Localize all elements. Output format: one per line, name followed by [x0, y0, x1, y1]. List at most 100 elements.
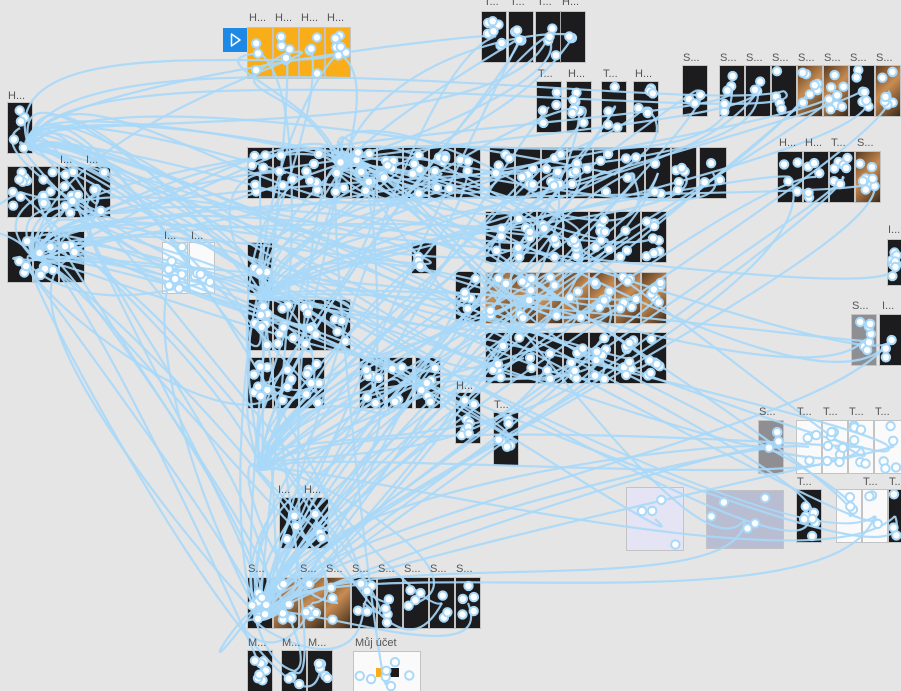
hotspot-marker[interactable] [462, 156, 474, 167]
hotspot-marker[interactable] [804, 455, 815, 466]
hotspot-marker[interactable] [670, 539, 681, 550]
hotspot-marker[interactable] [14, 256, 25, 267]
hotspot-marker[interactable] [829, 163, 840, 174]
hotspot-marker[interactable] [442, 607, 453, 618]
hotspot-marker[interactable] [281, 533, 293, 545]
hotspot-marker[interactable] [275, 150, 287, 161]
hotspot-marker[interactable] [849, 435, 860, 446]
hotspot-marker[interactable] [581, 163, 593, 174]
hotspot-marker[interactable] [886, 334, 897, 346]
hotspot-marker[interactable] [806, 530, 818, 542]
hotspot-marker[interactable] [845, 501, 856, 512]
hotspot-marker[interactable] [47, 264, 59, 276]
hotspot-marker[interactable] [459, 287, 470, 298]
hotspot-marker[interactable] [493, 160, 504, 171]
hotspot-marker[interactable] [311, 358, 322, 370]
hotspot-marker[interactable] [255, 361, 266, 372]
hotspot-marker[interactable] [15, 116, 27, 127]
hotspot-marker[interactable] [306, 43, 317, 54]
hotspot-marker[interactable] [647, 233, 659, 244]
hotspot-marker[interactable] [277, 180, 288, 191]
hotspot-marker[interactable] [277, 303, 288, 314]
hotspot-marker[interactable] [854, 158, 866, 169]
hotspot-marker[interactable] [825, 82, 837, 93]
hotspot-marker[interactable] [622, 276, 633, 287]
hotspot-marker[interactable] [552, 166, 563, 178]
hotspot-marker[interactable] [887, 270, 898, 282]
hotspot-marker[interactable] [705, 158, 717, 169]
hotspot-marker[interactable] [287, 174, 298, 185]
hotspot-marker[interactable] [599, 333, 610, 344]
hotspot-marker[interactable] [383, 594, 395, 605]
hotspot-marker[interactable] [332, 326, 343, 337]
hotspot-marker[interactable] [555, 149, 566, 160]
hotspot-marker[interactable] [283, 673, 294, 684]
hotspot-marker[interactable] [544, 348, 556, 359]
hotspot-marker[interactable] [20, 260, 32, 272]
hotspot-marker[interactable] [47, 167, 58, 178]
hotspot-marker[interactable] [612, 122, 623, 133]
hotspot-marker[interactable] [254, 266, 265, 277]
hotspot-marker[interactable] [615, 303, 626, 314]
hotspot-marker[interactable] [7, 186, 18, 198]
hotspot-marker[interactable] [459, 395, 470, 406]
hotspot-marker[interactable] [653, 297, 664, 308]
hotspot-marker[interactable] [72, 189, 84, 201]
hotspot-marker[interactable] [256, 321, 267, 333]
hotspot-marker[interactable] [246, 600, 258, 611]
hotspot-marker[interactable] [511, 25, 523, 36]
hotspot-marker[interactable] [59, 201, 71, 212]
hotspot-marker[interactable] [331, 167, 342, 179]
hotspot-marker[interactable] [880, 343, 891, 354]
hotspot-marker[interactable] [551, 99, 562, 111]
hotspot-marker[interactable] [262, 384, 273, 396]
hotspot-marker[interactable] [364, 148, 375, 160]
hotspot-marker[interactable] [526, 273, 537, 284]
hotspot-marker[interactable] [630, 294, 642, 305]
hotspot-marker[interactable] [825, 104, 836, 115]
hotspot-marker[interactable] [763, 442, 775, 453]
hotspot-marker[interactable] [34, 247, 45, 259]
hotspot-marker[interactable] [594, 301, 605, 313]
hotspot-marker[interactable] [437, 590, 448, 601]
hotspot-marker[interactable] [457, 593, 468, 605]
hotspot-marker[interactable] [527, 179, 538, 190]
hotspot-marker[interactable] [444, 183, 455, 194]
hotspot-marker[interactable] [672, 184, 684, 196]
hotspot-marker[interactable] [547, 23, 558, 34]
hotspot-marker[interactable] [38, 174, 49, 185]
hotspot-marker[interactable] [470, 273, 481, 284]
hotspot-marker[interactable] [278, 322, 289, 333]
hotspot-marker[interactable] [568, 234, 579, 246]
hotspot-marker[interactable] [312, 397, 323, 408]
hotspot-marker[interactable] [548, 180, 560, 191]
hotspot-marker[interactable] [195, 269, 206, 280]
hotspot-marker[interactable] [599, 295, 610, 306]
hotspot-marker[interactable] [630, 152, 642, 163]
hotspot-marker[interactable] [67, 195, 78, 207]
hotspot-marker[interactable] [69, 246, 80, 258]
hotspot-marker[interactable] [706, 511, 717, 522]
hotspot-marker[interactable] [252, 48, 264, 59]
hotspot-marker[interactable] [335, 41, 346, 53]
hotspot-marker[interactable] [14, 174, 25, 185]
hotspot-marker[interactable] [365, 673, 377, 685]
hotspot-marker[interactable] [381, 665, 392, 676]
hotspot-marker[interactable] [880, 463, 891, 474]
hotspot-marker[interactable] [864, 491, 875, 502]
hotspot-marker[interactable] [537, 105, 549, 116]
hotspot-marker[interactable] [413, 150, 424, 161]
hotspot-marker[interactable] [742, 523, 753, 534]
hotspot-marker[interactable] [282, 364, 293, 375]
hotspot-marker[interactable] [169, 273, 181, 285]
hotspot-marker[interactable] [8, 134, 20, 145]
hotspot-marker[interactable] [504, 153, 515, 164]
hotspot-marker[interactable] [21, 236, 33, 247]
hotspot-marker[interactable] [797, 97, 809, 108]
hotspot-marker[interactable] [8, 200, 19, 211]
hotspot-marker[interactable] [45, 241, 56, 253]
hotspot-marker[interactable] [542, 365, 553, 376]
hotspot-marker[interactable] [89, 184, 100, 195]
hotspot-marker[interactable] [861, 95, 872, 106]
hotspot-marker[interactable] [569, 365, 580, 376]
